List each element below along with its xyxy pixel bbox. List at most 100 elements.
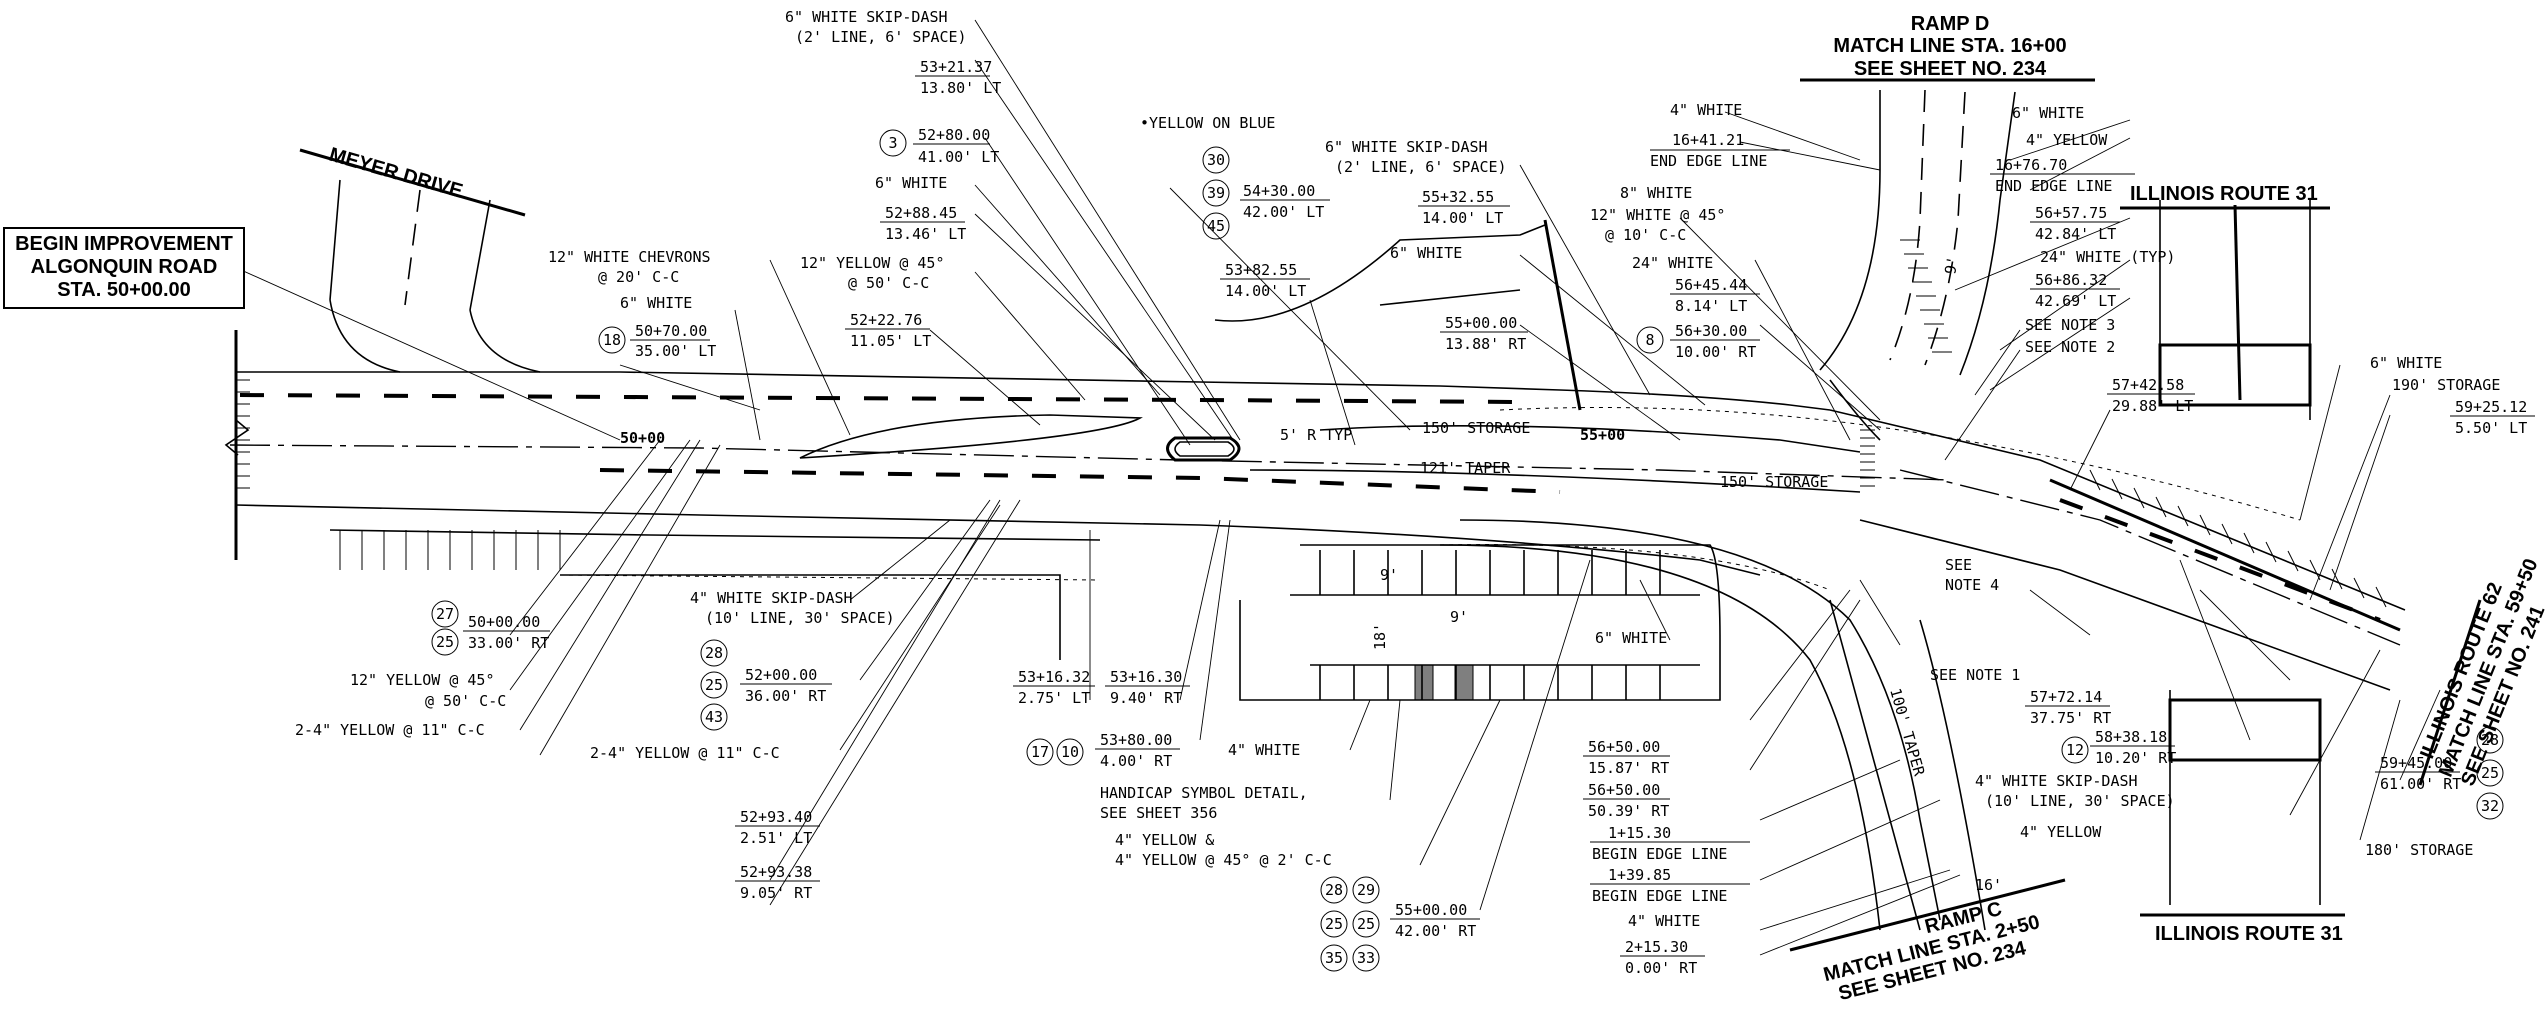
island-center-inner xyxy=(1174,441,1235,457)
sta-53-21-2: 13.80' LT xyxy=(920,79,1001,97)
sta-59-25-2: 5.50' LT xyxy=(2455,419,2527,437)
sta-55-00-b-1: 55+00.00 xyxy=(1395,901,1467,919)
meyer-curve-b xyxy=(469,309,541,373)
sta-58-38-1: 58+38.18 xyxy=(2095,728,2167,746)
six-white-c: 6" WHITE xyxy=(1390,244,1462,262)
sta-55-00-a-2: 13.88' RT xyxy=(1445,335,1526,353)
note-3: 3 xyxy=(888,134,897,152)
sta-1-15-1: 1+15.30 xyxy=(1608,824,1671,842)
see-note-4-2: NOTE 4 xyxy=(1945,576,1999,594)
il31-top-title: ILLINOIS ROUTE 31 xyxy=(2130,183,2318,205)
sta-56-30-2: 10.00' RT xyxy=(1675,343,1756,361)
begin-improvement-line2: ALGONQUIN ROAD xyxy=(31,256,218,278)
sta-2-15-1: 2+15.30 xyxy=(1625,938,1688,956)
sta-57-42-2: 29.88' LT xyxy=(2112,397,2193,415)
skip-dash-mid-1: 6" WHITE SKIP-DASH xyxy=(1325,138,1488,156)
sta-56-50-a-2: 15.87' RT xyxy=(1588,759,1669,777)
twentyfour-typ: 24" WHITE (TYP) xyxy=(2040,248,2175,266)
roadway-linework xyxy=(224,89,2406,931)
dim-18: 18' xyxy=(1371,623,1389,650)
sta-52-80-1: 52+80.00 xyxy=(918,126,990,144)
ramp-d-west-edge xyxy=(1819,90,1881,371)
ramp-c-east xyxy=(1919,619,1986,931)
il31-north-lane xyxy=(2233,204,2242,401)
sta-50-70-2: 35.00' LT xyxy=(635,342,716,360)
note-17: 17 xyxy=(1031,743,1049,761)
il31-bot-title: ILLINOIS ROUTE 31 xyxy=(2155,923,2343,945)
sta-53-16-l-1: 53+16.32 xyxy=(1018,668,1090,686)
sta-57-72-2: 37.75' RT xyxy=(2030,709,2111,727)
sta-50-00-1: 50+00.00 xyxy=(468,613,540,631)
sta-50-00-cl: 50+00 xyxy=(620,429,665,447)
break-line-west xyxy=(224,419,250,456)
sta-53-82-2: 14.00' LT xyxy=(1225,282,1306,300)
sta-52-88-2: 13.46' LT xyxy=(885,225,966,243)
sta-16-41-2: END EDGE LINE xyxy=(1650,152,1767,170)
yellow45-a-1: 12" YELLOW @ 45° xyxy=(350,671,495,689)
hatch-areas xyxy=(236,239,2387,608)
il62-south-edge xyxy=(1859,519,2391,691)
ramp-d-east-edge xyxy=(1959,91,2016,376)
skip-dash-4-1: 4" WHITE SKIP-DASH xyxy=(690,589,853,607)
skip-dash-top-2: (2' LINE, 6' SPACE) xyxy=(795,28,967,46)
skip-dash-4b-2: (10' LINE, 30' SPACE) xyxy=(1985,792,2175,810)
note-30: 30 xyxy=(1207,151,1225,169)
sta-58-38-2: 10.20' RT xyxy=(2095,749,2176,767)
meyer-west-edge xyxy=(329,179,341,301)
yellow45-2: @ 50' C-C xyxy=(848,274,929,292)
twentyfour-white: 24" WHITE xyxy=(1632,254,1713,272)
yellow45-a-2: @ 50' C-C xyxy=(425,692,506,710)
note-39: 39 xyxy=(1207,184,1225,202)
sta-53-16-r-1: 53+16.30 xyxy=(1110,668,1182,686)
sta-56-45-1: 56+45.44 xyxy=(1675,276,1747,294)
skip-dash-4b-1: 4" WHITE SKIP-DASH xyxy=(1975,772,2138,790)
note-10: 10 xyxy=(1061,743,1079,761)
ramp-d-sheet: SEE SHEET NO. 234 xyxy=(1854,58,2047,80)
sta-55-32-2: 14.00' LT xyxy=(1422,209,1503,227)
four-white-lot: 4" WHITE xyxy=(1228,741,1300,759)
note-28a: 28 xyxy=(705,644,723,662)
left-turn-lane-bay xyxy=(1319,424,1861,453)
note-12: 12 xyxy=(2066,741,2084,759)
sta-56-50-b-1: 56+50.00 xyxy=(1588,781,1660,799)
four-yellow-bot: 4" YELLOW xyxy=(2020,823,2102,841)
sta-52-00-2: 36.00' RT xyxy=(745,687,826,705)
four-white-top: 4" WHITE xyxy=(1670,101,1742,119)
sta-52-93-38-1: 52+93.38 xyxy=(740,863,812,881)
note-29: 29 xyxy=(1357,881,1375,899)
taper-121: 121' TAPER xyxy=(1420,459,1511,477)
sta-57-42-1: 57+42.58 xyxy=(2112,376,2184,394)
yellow-on-blue: •YELLOW ON BLUE xyxy=(1140,114,1275,132)
curb-ne xyxy=(1543,219,1582,411)
see-note-1: SEE NOTE 1 xyxy=(1930,666,2020,684)
ramp-c-west xyxy=(1829,599,1921,931)
eight-white: 8" WHITE xyxy=(1620,184,1692,202)
begin-improvement-line3: STA. 50+00.00 xyxy=(57,279,191,301)
four-yellow-combo-2: 4" YELLOW @ 45° @ 2' C-C xyxy=(1115,851,1332,869)
handicap-2: SEE SHEET 356 xyxy=(1100,804,1217,822)
note-35: 35 xyxy=(1325,949,1343,967)
six-white-a: 6" WHITE xyxy=(875,174,947,192)
note-43: 43 xyxy=(705,708,723,726)
parking-stalls xyxy=(1319,550,1661,701)
handicap-stall-marking xyxy=(1454,664,1474,701)
skip-dash-mid-2: (2' LINE, 6' SPACE) xyxy=(1335,158,1507,176)
sta-52-22-2: 11.05' LT xyxy=(850,332,931,350)
meyer-curve xyxy=(329,299,401,373)
skip-dash-top-1: 6" WHITE SKIP-DASH xyxy=(785,8,948,26)
sta-1-39-1: 1+39.85 xyxy=(1608,866,1671,884)
sta-52-00-1: 52+00.00 xyxy=(745,666,817,684)
storage-180: 180' STORAGE xyxy=(2365,841,2473,859)
yellow45-1: 12" YELLOW @ 45° xyxy=(800,254,945,272)
storage-150a: 150' STORAGE xyxy=(1422,419,1530,437)
note-25e: 25 xyxy=(2481,764,2499,782)
white45-2: @ 10' C-C xyxy=(1605,226,1686,244)
il62-lane xyxy=(2059,498,2381,622)
dotted-boundary-3 xyxy=(559,574,1101,581)
sta-16-41-1: 16+41.21 xyxy=(1672,131,1744,149)
curb-south-west xyxy=(560,574,1061,660)
meyer-east-edge xyxy=(469,199,491,311)
taper-line xyxy=(1249,469,1861,493)
il31-south-box xyxy=(2168,698,2322,762)
begin-improvement-line1: BEGIN IMPROVEMENT xyxy=(15,233,233,255)
